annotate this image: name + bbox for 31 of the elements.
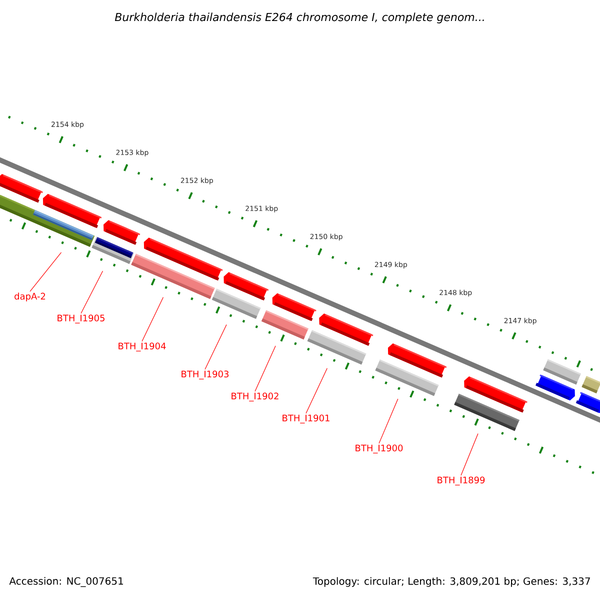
gene-block xyxy=(536,374,575,400)
leader-line xyxy=(254,346,276,392)
gene-label: BTH_I1903 xyxy=(182,370,229,380)
gene-block xyxy=(454,394,520,431)
gene-label: BTH_I1901 xyxy=(282,414,330,424)
gene-block xyxy=(375,360,439,396)
title: Burkholderia thailandensis E264 chromosome I, complete genom... xyxy=(114,12,484,24)
gene-label: BTH_I1900 xyxy=(356,444,403,454)
gene-label: BTH_I1905 xyxy=(58,314,104,324)
leader-line xyxy=(204,324,227,370)
leader-line xyxy=(80,270,104,314)
genome-info-text: Topology: circular; Length: 3,809,201 bp; Genes: 3,337 xyxy=(312,577,590,587)
leader-line xyxy=(142,296,164,342)
gene-label: BTH_I1904 xyxy=(118,342,166,352)
leader-line xyxy=(378,398,398,444)
leader-line xyxy=(306,368,328,414)
gene-block xyxy=(95,237,134,258)
gene-label: BTH_I1899 xyxy=(438,476,485,486)
gene-label: dapA-2 xyxy=(14,292,46,302)
gene-block xyxy=(261,310,308,340)
leader-line xyxy=(460,433,478,476)
gene-block xyxy=(42,194,102,228)
gene-block xyxy=(104,220,140,245)
gene-block xyxy=(582,376,600,394)
gene-block xyxy=(576,392,600,414)
gene-block xyxy=(307,330,366,365)
leader-line xyxy=(30,252,62,292)
accession-text: Accession: NC_007651 xyxy=(9,577,123,587)
gene-label: BTH_I1902 xyxy=(232,392,278,402)
gene-block xyxy=(131,254,215,299)
gene-block xyxy=(212,288,261,319)
